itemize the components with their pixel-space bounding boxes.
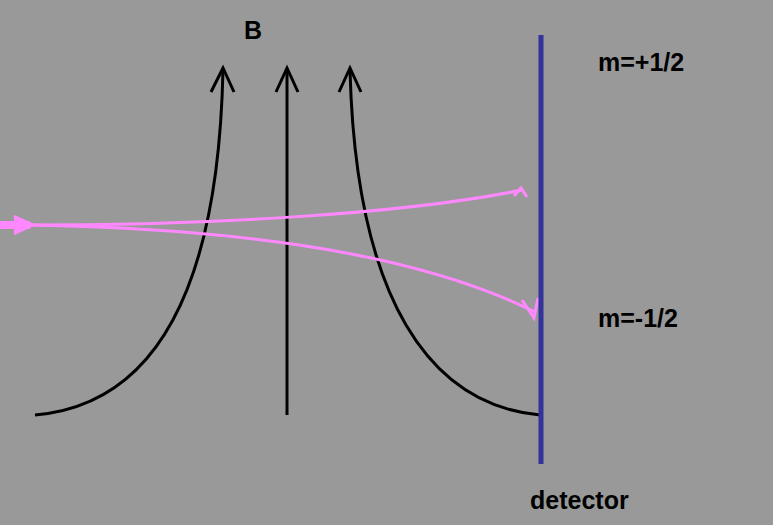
field-label: B <box>244 18 262 43</box>
field-line <box>350 70 540 415</box>
field-arrowhead <box>211 68 234 92</box>
spin-label: m=+1/2 <box>598 50 684 75</box>
beam-hook <box>522 298 538 318</box>
beam <box>0 188 538 318</box>
beam-hook <box>514 188 527 197</box>
field-arrowhead <box>339 68 361 92</box>
beam-up <box>30 190 522 225</box>
field-line <box>35 70 223 415</box>
beam-down <box>30 225 535 312</box>
detector-plate <box>539 35 544 464</box>
field-arrowhead <box>276 68 298 92</box>
detector-label: detector <box>530 488 629 513</box>
spin-label: m=-1/2 <box>598 306 678 331</box>
field-lines <box>35 68 540 415</box>
